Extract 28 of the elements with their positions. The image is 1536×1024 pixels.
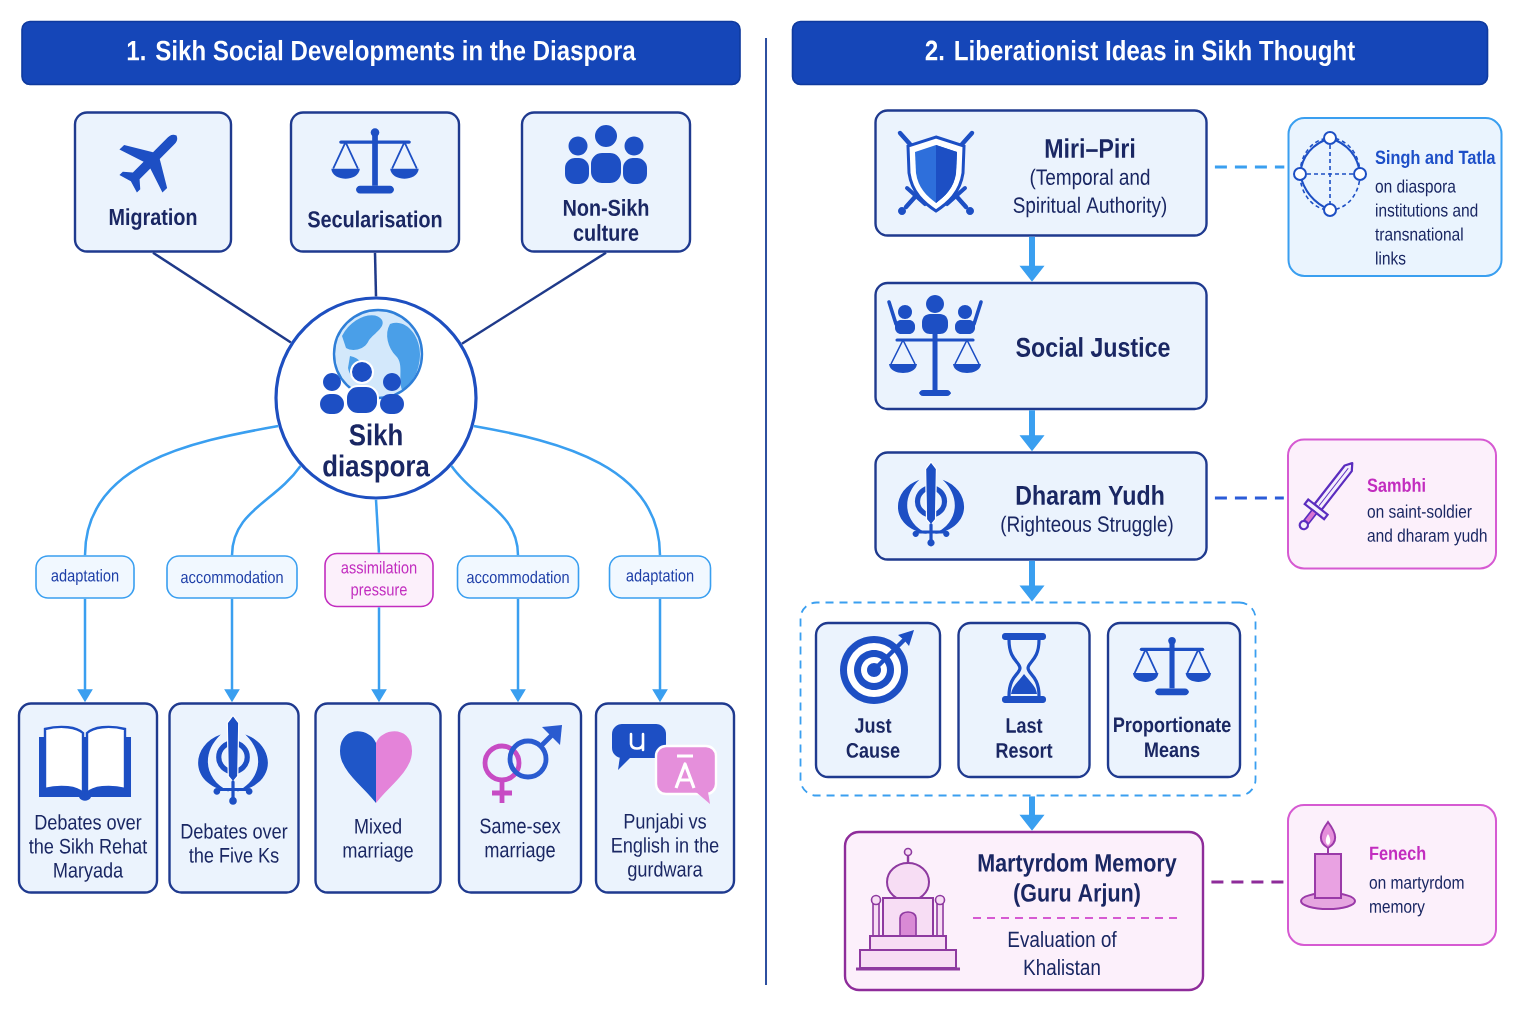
note-card: Fenech on martyrdom memory xyxy=(1287,804,1497,946)
concept-box: Secularisation xyxy=(289,111,461,253)
section-header: 2. Liberationist Ideas in Sikh Thought xyxy=(791,20,1489,86)
note-card: Singh and Tatla on diaspora institutions and transnational links xyxy=(1287,117,1503,277)
section-header: 1. Sikh Social Developments in the Diaspora xyxy=(21,20,741,86)
connector-line xyxy=(152,251,292,344)
concept-box: Social Justice xyxy=(874,281,1208,411)
connector-line xyxy=(473,424,662,556)
connector-line xyxy=(450,465,520,556)
relation-tag: accommodation xyxy=(456,555,580,599)
dashed-group-frame xyxy=(799,601,1257,797)
connector-line xyxy=(373,252,378,297)
connector-line xyxy=(374,499,381,553)
topic-card: Debates over the Five Ks xyxy=(168,702,300,894)
note-card: Sambhi on saint-soldier and dharam yudh xyxy=(1287,438,1497,570)
relation-tag: adaptation xyxy=(608,555,712,599)
relation-tag: accommodation xyxy=(166,555,298,599)
relation-tag: adaptation xyxy=(35,555,135,599)
topic-card: Same-sex marriage xyxy=(457,702,583,894)
connector-line xyxy=(83,424,279,556)
concept-box: Dharam Yudh (Righteous Struggle) xyxy=(874,451,1208,561)
connector-line xyxy=(461,251,607,345)
connector-line xyxy=(230,465,302,556)
concept-box: Migration xyxy=(73,111,233,253)
criterion-card: Last Resort xyxy=(957,621,1091,779)
relation-tag: assimilation pressure xyxy=(324,552,434,608)
criterion-card: Proportionate Means xyxy=(1106,621,1242,779)
concept-box: Miri–Piri (Temporal and Spiritual Authority) xyxy=(874,109,1208,237)
